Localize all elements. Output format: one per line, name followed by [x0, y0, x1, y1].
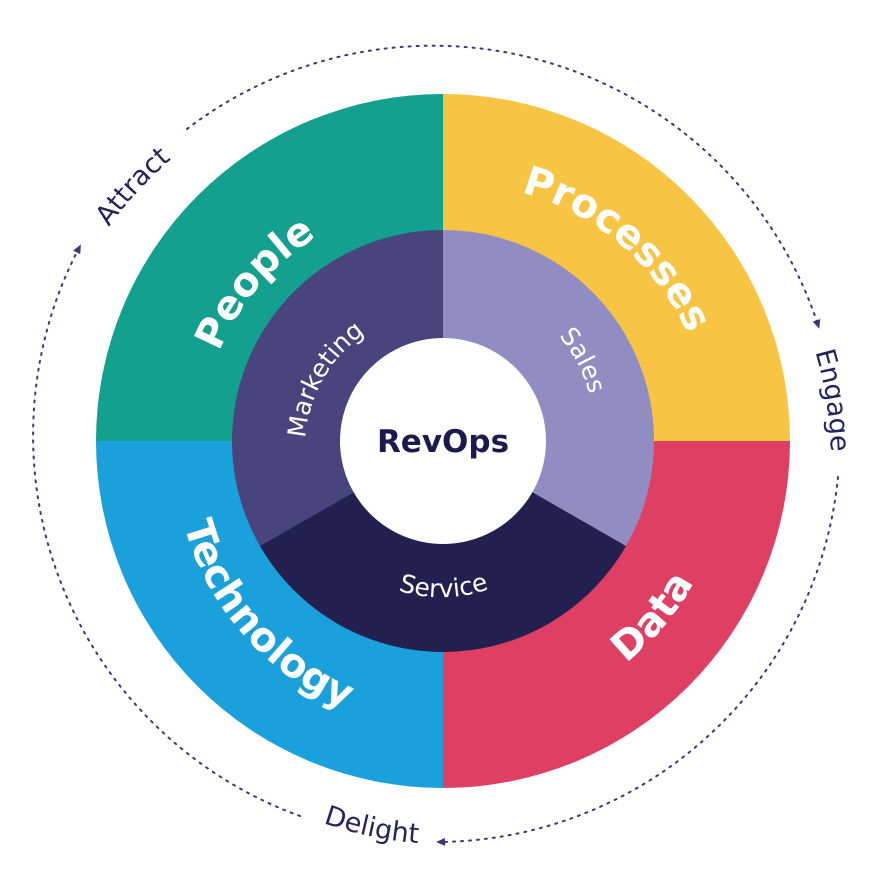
engage-label: Engage	[809, 345, 855, 452]
center-label: RevOps	[377, 424, 509, 460]
center-circle	[340, 338, 546, 544]
cycle-arc-engage-delight	[436, 476, 839, 846]
delight-label: Delight	[321, 800, 420, 850]
attract-label: Attract	[90, 141, 176, 231]
cycle-arc-delight-attract	[32, 244, 301, 817]
service-segment	[260, 441, 626, 652]
cycle-arc-attract-engage	[186, 44, 821, 329]
cycle-arcs	[32, 44, 839, 846]
